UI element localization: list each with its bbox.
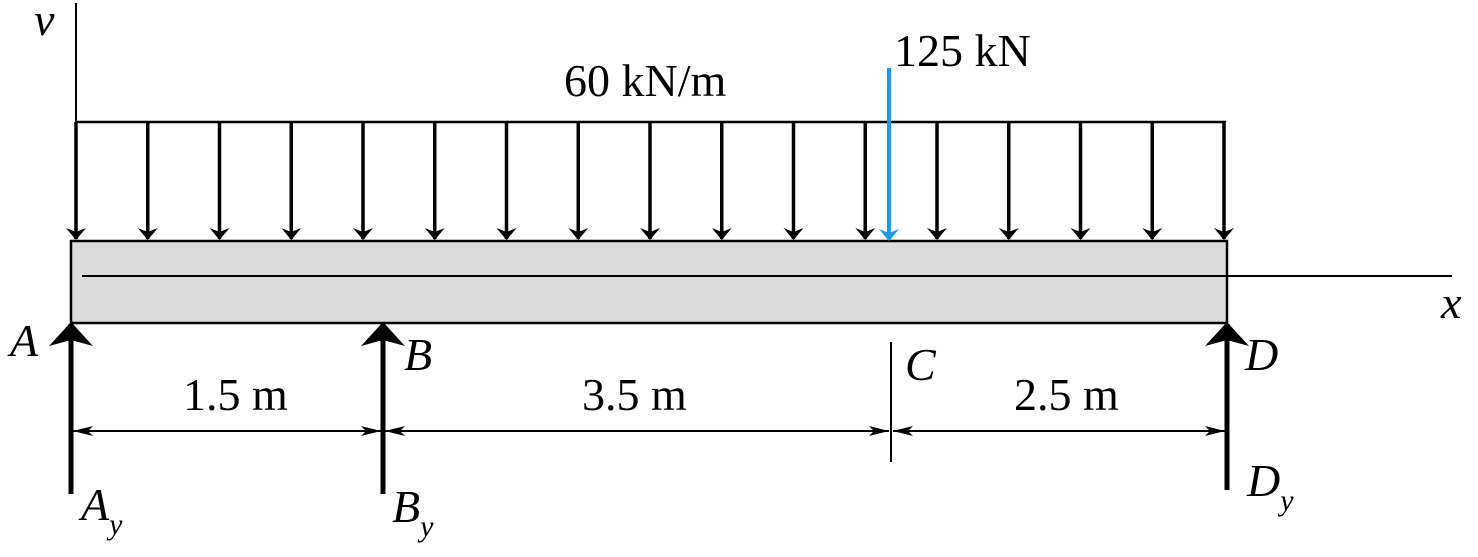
reaction-label-b: By [392, 481, 434, 543]
v-axis-label: v [34, 0, 55, 45]
dimension-label-ab: 1.5 m [183, 369, 288, 420]
point-label-b: B [404, 329, 432, 380]
dimension-label-bc: 3.5 m [582, 369, 687, 420]
beam [69, 239, 1229, 325]
reaction-label-d-main: D [1246, 455, 1280, 506]
reaction-label-b-main: B [392, 481, 420, 532]
distributed-load [66, 120, 1234, 240]
point-label-c: C [905, 339, 937, 390]
reaction-label-a-main: A [78, 479, 110, 530]
point-load-label: 125 kN [894, 25, 1031, 76]
reaction-label-a: Ay [78, 479, 123, 541]
point-label-a: A [7, 315, 39, 366]
reaction-label-d: Dy [1246, 455, 1294, 517]
reaction-label-b-sub: y [417, 510, 434, 543]
dimension-label-cd: 2.5 m [1014, 369, 1119, 420]
x-axis-label: x [1440, 277, 1462, 328]
reaction-label-a-sub: y [106, 508, 123, 541]
point-label-d: D [1244, 329, 1278, 380]
distributed-load-label: 60 kN/m [564, 55, 727, 106]
reaction-label-d-sub: y [1277, 484, 1294, 517]
distributed-load-arrows [66, 122, 1234, 240]
